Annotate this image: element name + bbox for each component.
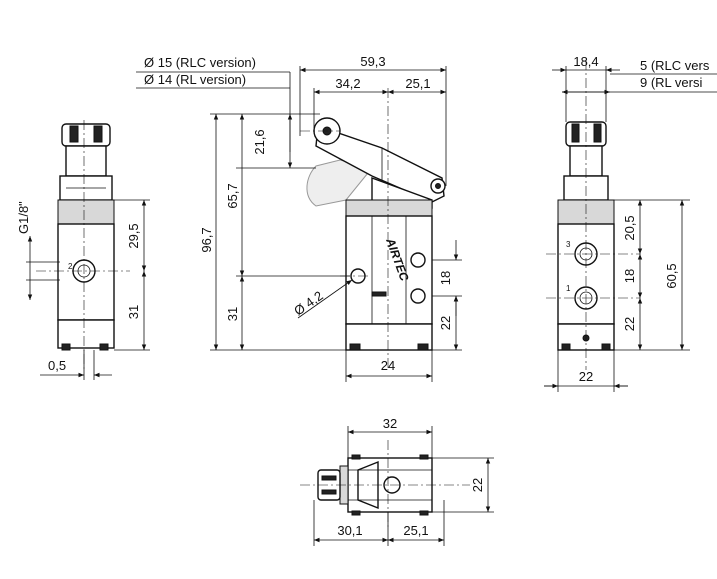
actuated-lever-ghost [306, 159, 373, 207]
left-side-view: 2 G1/8" 29,5 31 0,5 [16, 120, 150, 380]
port-number-3: 3 [566, 240, 571, 249]
dim-0-5: 0,5 [48, 358, 66, 373]
front-top-cap [345, 199, 433, 217]
dim-25-1-bottom: 25,1 [403, 523, 428, 538]
left-foot-1 [61, 343, 71, 351]
plan-view: 32 22 30,1 25,1 [300, 416, 494, 546]
dim-20-5: 20,5 [622, 215, 637, 240]
dim-60-5: 60,5 [664, 263, 679, 288]
dim-21-6: 21,6 [252, 129, 267, 154]
port-number-1: 1 [566, 284, 571, 293]
dim-32: 32 [383, 416, 397, 431]
front-port-upper [410, 252, 426, 268]
left-roller-head [61, 123, 111, 147]
dim-22-plan: 22 [470, 478, 485, 492]
dim-22-front: 22 [438, 316, 453, 330]
left-base [57, 319, 115, 349]
front-port-lower [410, 288, 426, 304]
left-foot-2 [99, 343, 109, 351]
left-top-cap [57, 199, 115, 225]
dim-24: 24 [381, 358, 395, 373]
dim-18-4: 18,4 [573, 54, 598, 69]
right-side-view: 3 1 18,4 5 (RLC vers 9 (RL versi 20,5 18… [544, 54, 717, 392]
dim-31-left: 31 [126, 305, 141, 319]
right-callout-rl: 9 (RL versi [640, 75, 702, 90]
dim-59-3: 59,3 [360, 54, 385, 69]
left-roller-pin [69, 125, 79, 143]
dim-25-1-top: 25,1 [405, 76, 430, 91]
front-foot-2 [417, 343, 429, 351]
dim-22-right: 22 [622, 317, 637, 331]
dim-30-1: 30,1 [337, 523, 362, 538]
dim-18-right: 18 [622, 269, 637, 283]
roller-dia-rlc: Ø 15 (RLC version) [144, 55, 256, 70]
left-roller-pin-2 [93, 125, 103, 143]
dim-31-front: 31 [225, 307, 240, 321]
thread-size-label: G1/8" [16, 201, 31, 234]
front-view: AIRTEC Ø 15 (RLC version) Ø 14 (RL versi… [136, 54, 462, 382]
right-callout-rlc: 5 (RLC vers [640, 58, 710, 73]
dim-29-5: 29,5 [126, 223, 141, 248]
left-port-number: 2 [68, 262, 73, 271]
dim-18-front: 18 [438, 271, 453, 285]
dim-65-7: 65,7 [225, 183, 240, 208]
dim-22-bottom: 22 [579, 369, 593, 384]
dim-hole-4-2: Ø 4,2 [291, 288, 326, 319]
roller-dia-rl: Ø 14 (RL version) [144, 72, 246, 87]
front-foot-1 [349, 343, 361, 351]
dim-34-2: 34,2 [335, 76, 360, 91]
dim-96-7: 96,7 [199, 227, 214, 252]
lever-arm [315, 125, 445, 203]
left-lever-arm [65, 145, 107, 177]
